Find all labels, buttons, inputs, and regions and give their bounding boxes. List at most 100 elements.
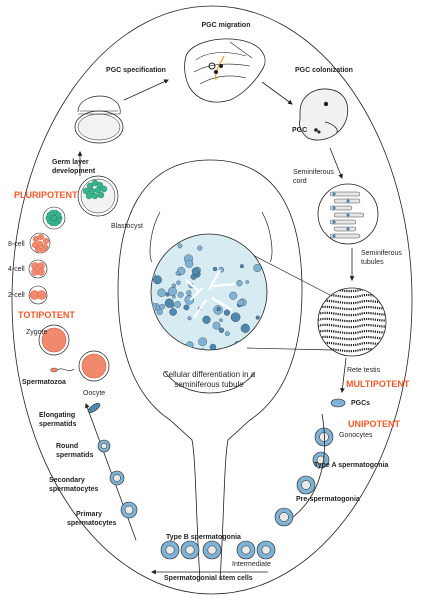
tubule-cell <box>240 323 250 333</box>
label-spermatozoa: Spermatozoa <box>22 379 66 386</box>
label-secondary-1: Secondary <box>49 477 85 484</box>
tubule-cell <box>151 302 157 312</box>
label-pgc-colonization: PGC colonization <box>295 67 353 74</box>
testis-inner-outline <box>149 211 273 394</box>
type-b-nucleus <box>207 545 217 555</box>
label-elongating-2: spermatids <box>39 421 76 428</box>
label-type-b-spermatogonia: Type B spermatogonia <box>166 534 241 541</box>
tubule-cell <box>236 280 243 287</box>
label-unipotent: UNIPOTENT <box>348 419 401 429</box>
cord-cell <box>332 234 336 238</box>
rete-tubule <box>318 341 386 347</box>
arrow-to-type-b <box>285 413 325 523</box>
tubule-cross-section <box>150 233 268 351</box>
rete-tubule <box>318 335 386 341</box>
type-b-cell-large <box>274 507 294 527</box>
cord-cell <box>332 206 336 210</box>
inner-cell-mass-cell <box>100 185 108 193</box>
type-b-nucleus <box>241 545 251 555</box>
label-totipotent: TOTIPOTENT <box>18 310 75 320</box>
label-pgc: PGC <box>292 127 307 134</box>
pgc-colonization-embryo <box>299 88 349 141</box>
label-pluripotent: PLURIPOTENT <box>14 190 78 200</box>
label-type-a-spermatogonia: Type A spermatogonia <box>314 462 389 469</box>
rete-tubule <box>318 299 386 305</box>
label-oocyte: Oocyte <box>83 390 105 397</box>
cord-segment <box>329 205 353 211</box>
label-pgc-migration: PGC migration <box>201 22 250 29</box>
tubule-cell <box>223 309 231 316</box>
rete-testis-illustration <box>317 287 387 357</box>
tubule-cell <box>171 283 176 288</box>
tubule-cell <box>229 291 238 300</box>
cord-cell <box>346 227 350 231</box>
tubule-cell <box>164 298 174 308</box>
tubule-cell <box>212 266 218 272</box>
tubule-cell <box>202 315 211 324</box>
secondary-spermatocyte <box>109 470 125 486</box>
tubule-cell <box>183 304 190 311</box>
tubule-cell <box>198 337 207 347</box>
tubule-cell <box>219 318 223 323</box>
tubule-cell <box>212 321 221 330</box>
tubule-cell <box>156 308 163 316</box>
primary-spermatocyte <box>120 501 138 519</box>
tubule-cell <box>167 287 177 296</box>
arrow-spec-to-migration <box>123 79 169 101</box>
label-pgcs: PGCs <box>351 400 370 407</box>
inner-cell-mass-cell <box>91 192 99 200</box>
tubule-cell <box>230 312 241 322</box>
label-blastocyst: Blastocyst <box>111 223 143 230</box>
label-seminiferous-tubules-2: tubules <box>361 259 384 266</box>
label-pre-spermatogonia: Pre-spermatogonia <box>296 496 360 503</box>
oocyte <box>78 350 110 382</box>
tubule-cell <box>253 263 262 273</box>
cord-cell <box>332 220 336 224</box>
zoom-line-top <box>246 251 331 296</box>
round-spermatid <box>97 439 111 453</box>
tubule-cell <box>218 327 225 333</box>
eight-cell-embryo <box>29 232 51 254</box>
tubule-cell <box>157 288 166 297</box>
tubule-cell <box>245 280 250 284</box>
rete-tubule <box>318 305 386 311</box>
label-multipotent: MULTIPOTENT <box>346 379 410 389</box>
tubule-cell <box>216 307 221 312</box>
label-gonocytes: Gonocytes <box>339 432 373 439</box>
label-elongating-1: Elongating <box>39 412 75 419</box>
tubule-cell <box>255 315 260 320</box>
tubule-cell <box>237 299 244 306</box>
label-seminiferous-tubules-1: Seminiferous <box>361 250 402 257</box>
center-caption-line-1: Cellular differentiation in a <box>163 370 256 379</box>
tubule-cell <box>234 341 241 348</box>
zygote <box>38 324 70 356</box>
tubule-cell <box>239 264 244 269</box>
germ-layer-embryo <box>74 95 124 144</box>
arrow-migration-to-colonization <box>261 81 293 105</box>
zoom-line-bottom <box>246 347 333 351</box>
tubule-cell <box>169 308 177 316</box>
arrow-colonization-to-cord <box>329 147 343 179</box>
morula-embryo <box>42 206 66 230</box>
cord-cell <box>346 199 350 203</box>
inner-cell-mass-cell <box>85 192 93 200</box>
tubule-cell <box>153 275 162 285</box>
elongating-spermatid <box>87 403 101 413</box>
label-zygote: Zygote <box>26 329 48 336</box>
label-4-cell: 4-cell <box>8 266 25 273</box>
label-intermediate: Intermediate <box>232 561 271 568</box>
rete-tubule <box>318 323 386 329</box>
morula-cell <box>51 214 58 221</box>
blastomere <box>39 246 47 254</box>
blastomere <box>37 233 45 241</box>
label-primary-1: Primary <box>76 511 102 518</box>
blastomere <box>42 237 50 245</box>
blastomere <box>34 245 42 253</box>
tubule-cell <box>185 259 194 268</box>
tubule-cell <box>176 280 181 285</box>
rete-tubule <box>318 317 386 323</box>
tubule-cell <box>177 291 184 298</box>
label-round-2: spermatids <box>56 452 93 459</box>
